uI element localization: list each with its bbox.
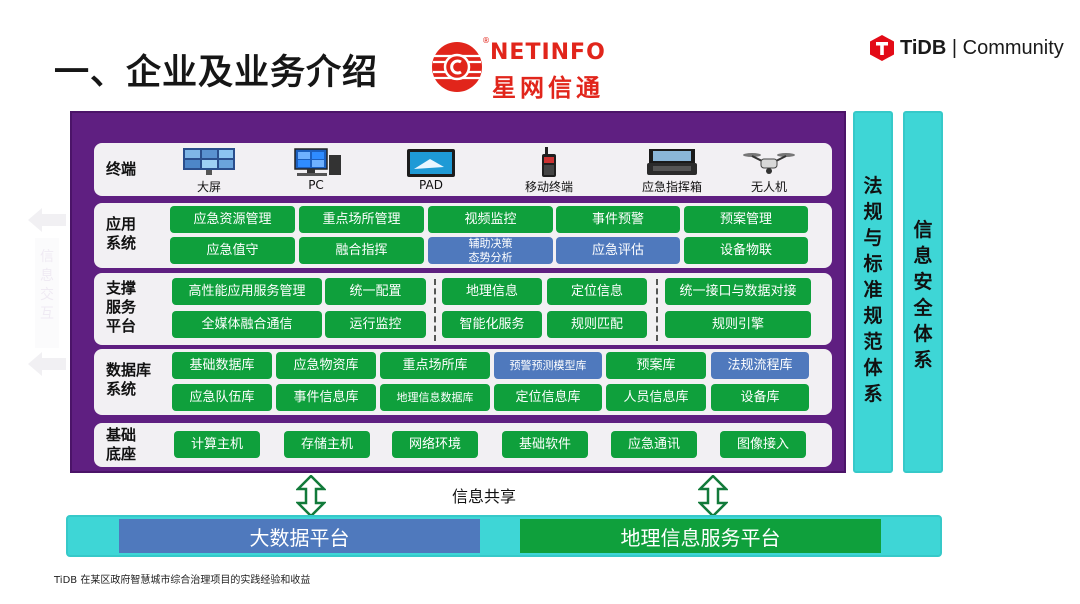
tidb-wordmark: TiDB | Community xyxy=(900,37,1064,60)
double-arrow-icon xyxy=(698,475,728,517)
double-arrow-icon xyxy=(296,475,326,517)
support-smart-service[interactable]: 智能化服务 xyxy=(442,311,542,338)
architecture-frame: 终端 大屏 PC xyxy=(70,111,846,473)
tidb-hex-icon xyxy=(870,35,894,61)
db-events[interactable]: 事件信息库 xyxy=(276,384,376,411)
app-emergency-assess[interactable]: 应急评估 xyxy=(556,237,680,264)
foundation-label: 基础 底座 xyxy=(106,426,137,463)
base-network[interactable]: 网络环境 xyxy=(392,431,478,458)
db-locations[interactable]: 定位信息库 xyxy=(494,384,602,411)
command-case-icon xyxy=(647,149,697,175)
regulation-standard-panel: 法 规 与 标 准 规 范 体 系 xyxy=(853,111,893,473)
support-omni-media[interactable]: 全媒体融合通信 xyxy=(172,311,322,338)
db-supplies[interactable]: 应急物资库 xyxy=(276,352,376,379)
device-label: 应急指挥箱 xyxy=(641,180,702,194)
app-emergency-resource[interactable]: 应急资源管理 xyxy=(170,206,295,233)
netinfo-logo: ® NETINFO 星网信通 xyxy=(430,36,630,102)
pc-icon xyxy=(294,148,341,176)
support-label: 支撑 服务 平台 xyxy=(106,279,137,335)
device-video-wall: 大屏 xyxy=(164,143,254,195)
tidb-separator: | xyxy=(946,36,963,59)
app-plan-management[interactable]: 预案管理 xyxy=(684,206,808,233)
info-share-label: 信息共享 xyxy=(452,487,517,506)
db-teams[interactable]: 应急队伍库 xyxy=(172,384,272,411)
app-fusion-command[interactable]: 融合指挥 xyxy=(299,237,424,264)
app-key-site[interactable]: 重点场所管理 xyxy=(299,206,424,233)
device-label: 无人机 xyxy=(750,180,787,194)
device-drone: 无人机 xyxy=(724,143,814,195)
device-mobile: 移动终端 xyxy=(504,143,594,195)
tidb-community: Community xyxy=(962,36,1064,59)
support-rule-match[interactable]: 规则匹配 xyxy=(547,311,647,338)
device-pc: PC xyxy=(271,143,361,192)
support-app-service-mgmt[interactable]: 高性能应用服务管理 xyxy=(172,278,322,305)
video-wall-icon xyxy=(183,148,235,175)
device-pad: PAD xyxy=(386,143,476,192)
gis-service-platform[interactable]: 地理信息服务平台 xyxy=(520,519,881,553)
base-emergency-comm[interactable]: 应急通讯 xyxy=(611,431,697,458)
db-geo[interactable]: 地理信息数据库 xyxy=(380,384,490,411)
db-basic[interactable]: 基础数据库 xyxy=(172,352,272,379)
application-row: 应用 系统 应急资源管理 重点场所管理 视频监控 事件预警 预案管理 应急值守 … xyxy=(94,203,832,268)
device-label: PC xyxy=(308,178,324,192)
app-decision-support[interactable]: 辅助决策 态势分析 xyxy=(428,237,553,264)
support-row: 支撑 服务 平台 高性能应用服务管理 统一配置 地理信息 定位信息 统一接口与数… xyxy=(94,273,832,345)
security-text: 信 息 安 全 体 系 xyxy=(913,219,933,371)
registered-mark: ® xyxy=(482,36,490,45)
db-regulations[interactable]: 法规流程库 xyxy=(711,352,809,379)
database-label: 数据库 系统 xyxy=(106,361,152,398)
info-exchange-arrows xyxy=(28,208,66,376)
info-security-panel: 信 息 安 全 体 系 xyxy=(903,111,943,473)
drone-icon xyxy=(743,153,795,174)
dashed-divider xyxy=(434,279,436,341)
terminal-label: 终端 xyxy=(106,160,137,178)
foundation-row: 基础 底座 计算主机 存储主机 网络环境 基础软件 应急通讯 图像接入 xyxy=(94,423,832,467)
info-exchange-label: 信 息 交 互 xyxy=(40,249,54,322)
terminal-row: 终端 大屏 PC xyxy=(94,143,832,196)
db-plans[interactable]: 预案库 xyxy=(606,352,706,379)
walkie-talkie-icon xyxy=(542,147,556,177)
db-warning-models[interactable]: 预警预测模型库 xyxy=(494,352,602,379)
support-geo-info[interactable]: 地理信息 xyxy=(442,278,542,305)
app-video-monitor[interactable]: 视频监控 xyxy=(428,206,553,233)
support-rule-engine[interactable]: 规则引擎 xyxy=(665,311,811,338)
device-label: 移动终端 xyxy=(524,180,573,194)
tablet-icon xyxy=(407,149,455,177)
support-unified-config[interactable]: 统一配置 xyxy=(325,278,426,305)
regulation-text: 法 规 与 标 准 规 范 体 系 xyxy=(863,175,883,405)
tidb-brand: TiDB xyxy=(900,36,947,59)
base-image-access[interactable]: 图像接入 xyxy=(720,431,806,458)
netinfo-seal-icon xyxy=(432,42,482,92)
base-compute-host[interactable]: 计算主机 xyxy=(174,431,260,458)
db-personnel[interactable]: 人员信息库 xyxy=(606,384,706,411)
device-label: PAD xyxy=(419,178,443,192)
netinfo-en: NETINFO xyxy=(490,40,606,65)
database-row: 数据库 系统 基础数据库 应急物资库 重点场所库 预警预测模型库 预案库 法规流… xyxy=(94,349,832,415)
db-devices[interactable]: 设备库 xyxy=(711,384,809,411)
support-unified-interface[interactable]: 统一接口与数据对接 xyxy=(665,278,811,305)
app-device-iot[interactable]: 设备物联 xyxy=(684,237,808,264)
device-label: 大屏 xyxy=(196,180,221,194)
app-event-warning[interactable]: 事件预警 xyxy=(556,206,680,233)
support-location-info[interactable]: 定位信息 xyxy=(547,278,647,305)
tidb-community-logo: TiDB | Community xyxy=(870,34,1064,62)
support-run-monitor[interactable]: 运行监控 xyxy=(325,311,426,338)
footer-caption: TiDB 在某区政府智慧城市综合治理项目的实践经验和收益 xyxy=(54,575,311,586)
application-label: 应用 系统 xyxy=(106,215,137,252)
base-software[interactable]: 基础软件 xyxy=(502,431,588,458)
netinfo-cn: 星网信通 xyxy=(492,74,604,102)
base-storage-host[interactable]: 存储主机 xyxy=(284,431,370,458)
dashed-divider xyxy=(656,279,658,341)
slide-title: 一、企业及业务介绍 xyxy=(54,53,379,93)
db-key-sites[interactable]: 重点场所库 xyxy=(380,352,490,379)
big-data-platform[interactable]: 大数据平台 xyxy=(119,519,480,553)
device-command-case: 应急指挥箱 xyxy=(624,143,720,195)
app-emergency-duty[interactable]: 应急值守 xyxy=(170,237,295,264)
